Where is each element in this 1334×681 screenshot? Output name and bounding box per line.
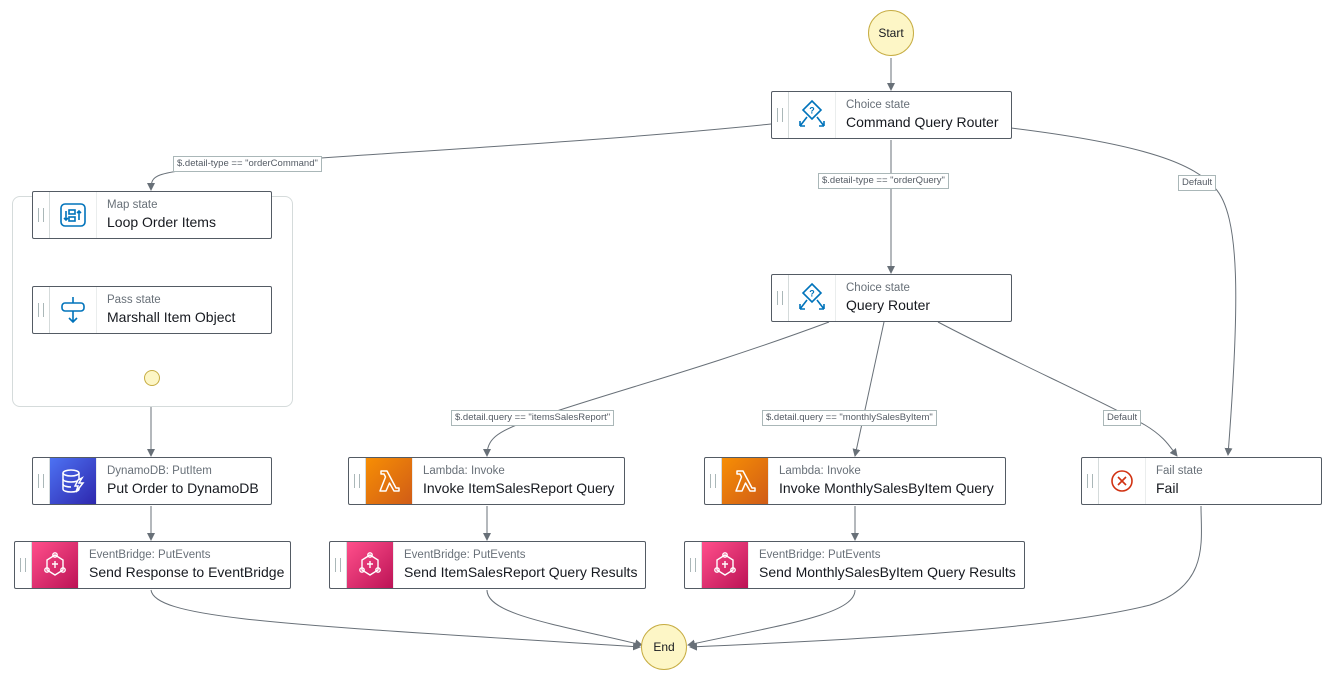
state-name-label: Put Order to DynamoDB [107, 480, 259, 496]
edge-query-router-to-fail [937, 321, 1178, 457]
drag-handle[interactable] [705, 458, 722, 504]
state-type-label: Map state [107, 199, 158, 211]
state-type-label: Fail state [1156, 465, 1203, 477]
state-name-label: Invoke MonthlySalesByItem Query [779, 480, 994, 496]
edge-label-monthly-sales-by-item: $.detail.query == "monthlySalesByItem" [762, 410, 937, 426]
state-type-label: Choice state [846, 282, 910, 294]
state-type-label: Choice state [846, 99, 910, 111]
state-type-label: EventBridge: PutEvents [89, 549, 211, 561]
state-type-label: Pass state [107, 294, 161, 306]
drag-handle[interactable] [33, 287, 50, 333]
edge-monthly-results-to-end [687, 589, 856, 648]
svg-text:?: ? [809, 106, 815, 116]
state-name-label: Fail [1156, 480, 1179, 496]
fail-icon [1099, 458, 1146, 504]
state-loop-order-items[interactable]: Map state Loop Order Items [32, 191, 272, 239]
eventbridge-icon [32, 542, 79, 588]
state-send-itemsalesreport-query-results[interactable]: EventBridge: PutEvents Send ItemSalesRep… [329, 541, 646, 589]
edge-send-response-to-end [150, 589, 641, 651]
drag-handle[interactable] [685, 542, 702, 588]
drag-handle[interactable] [33, 458, 50, 504]
edge-label-default-top: Default [1178, 175, 1217, 191]
state-type-label: EventBridge: PutEvents [404, 549, 526, 561]
state-name-label: Send ItemSalesReport Query Results [404, 564, 638, 580]
start-node[interactable]: Start [868, 10, 914, 56]
state-name-label: Send MonthlySalesByItem Query Results [759, 564, 1016, 580]
edge-label-items-sales-report: $.detail.query == "itemsSalesReport" [451, 410, 615, 426]
state-name-label: Loop Order Items [107, 214, 216, 230]
edge-label-order-query: $.detail-type == "orderQuery" [818, 173, 949, 189]
dynamodb-icon [50, 458, 97, 504]
state-name-label: Send Response to EventBridge [89, 564, 285, 580]
state-name-label: Marshall Item Object [107, 309, 236, 325]
start-label: Start [878, 26, 904, 40]
edge-items-results-to-end [486, 589, 643, 648]
state-type-label: Lambda: Invoke [423, 465, 505, 477]
drag-handle[interactable] [33, 192, 50, 238]
pass-icon [50, 287, 97, 333]
state-type-label: Lambda: Invoke [779, 465, 861, 477]
state-query-router[interactable]: ? Choice state Query Router [771, 274, 1012, 322]
state-name-label: Command Query Router [846, 114, 999, 130]
state-name-label: Query Router [846, 297, 931, 313]
iteration-end-node [144, 370, 160, 386]
state-send-monthlysalesbyitem-query-results[interactable]: EventBridge: PutEvents Send MonthlySales… [684, 541, 1025, 589]
edge-query-router-to-monthly-sales [852, 321, 885, 457]
state-marshall-item-object[interactable]: Pass state Marshall Item Object [32, 286, 272, 334]
eventbridge-icon [347, 542, 394, 588]
end-label: End [653, 640, 675, 654]
eventbridge-icon [702, 542, 749, 588]
drag-handle[interactable] [15, 542, 32, 588]
drag-handle[interactable] [772, 275, 789, 321]
choice-icon: ? [789, 275, 836, 321]
drag-handle[interactable] [1082, 458, 1099, 504]
edge-label-default-query: Default [1103, 410, 1142, 426]
state-send-response-to-eventbridge[interactable]: EventBridge: PutEvents Send Response to … [14, 541, 291, 589]
choice-icon: ? [789, 92, 836, 138]
drag-handle[interactable] [349, 458, 366, 504]
state-name-label: Invoke ItemSalesReport Query [423, 480, 615, 496]
map-icon [50, 192, 97, 238]
lambda-icon [722, 458, 769, 504]
state-fail[interactable]: Fail state Fail [1081, 457, 1322, 505]
edge-label-order-command: $.detail-type == "orderCommand" [173, 156, 322, 172]
drag-handle[interactable] [772, 92, 789, 138]
state-command-query-router[interactable]: ? Choice state Command Query Router [771, 91, 1012, 139]
state-type-label: DynamoDB: PutItem [107, 465, 212, 477]
state-put-order-to-dynamodb[interactable]: DynamoDB: PutItem Put Order to DynamoDB [32, 457, 272, 505]
edge-fail-to-end [689, 505, 1202, 651]
svg-text:?: ? [809, 289, 815, 299]
state-invoke-monthlysalesbyitem-query[interactable]: Lambda: Invoke Invoke MonthlySalesByItem… [704, 457, 1006, 505]
edge-query-router-to-items-sales [483, 321, 830, 457]
state-type-label: EventBridge: PutEvents [759, 549, 881, 561]
lambda-icon [366, 458, 413, 504]
drag-handle[interactable] [330, 542, 347, 588]
end-node[interactable]: End [641, 624, 687, 670]
state-invoke-itemsalesreport-query[interactable]: Lambda: Invoke Invoke ItemSalesReport Qu… [348, 457, 625, 505]
